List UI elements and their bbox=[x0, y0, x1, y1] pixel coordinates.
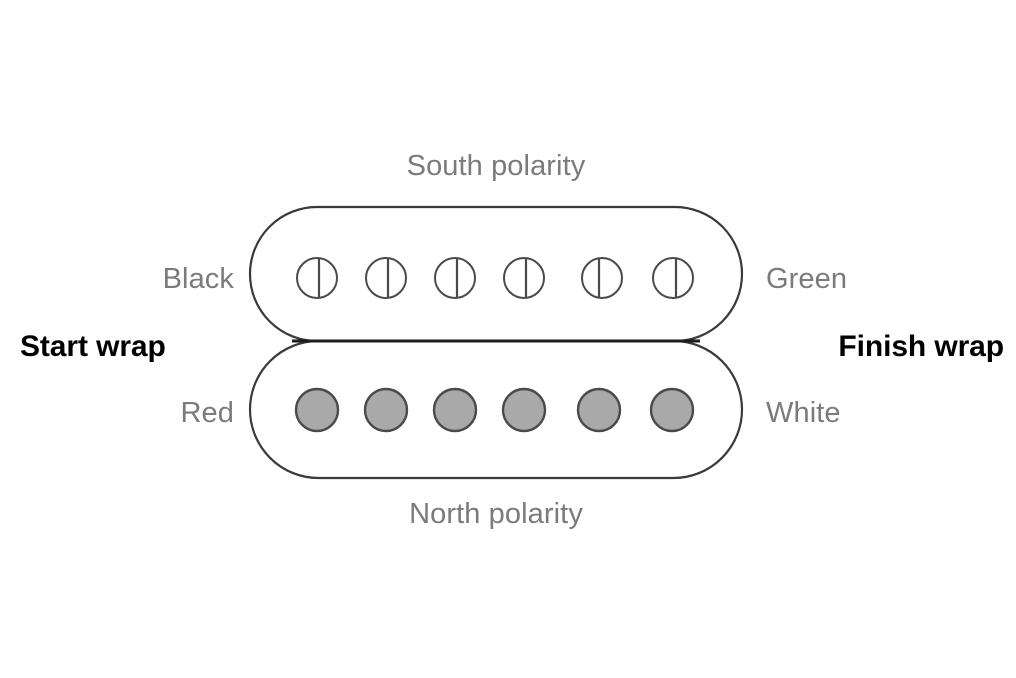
label-start-wrap: Start wrap bbox=[20, 330, 166, 363]
pole-piece-slug-4 bbox=[501, 387, 547, 433]
coil-bottom-slug bbox=[248, 339, 744, 480]
pole-piece-screw-4 bbox=[503, 257, 545, 299]
coil-top-screw bbox=[248, 205, 744, 343]
pole-piece-slug-5 bbox=[576, 387, 622, 433]
label-north-polarity: North polarity bbox=[409, 498, 583, 530]
pole-pieces-screws bbox=[296, 257, 694, 299]
pole-piece-slug-2 bbox=[363, 387, 409, 433]
pole-piece-slug-6 bbox=[649, 387, 695, 433]
pole-piece-slug-3 bbox=[432, 387, 478, 433]
label-south-polarity: South polarity bbox=[406, 150, 586, 182]
pole-piece-screw-6 bbox=[652, 257, 694, 299]
label-finish-wrap: Finish wrap bbox=[838, 330, 1004, 363]
pole-pieces-slugs bbox=[294, 387, 695, 433]
label-lead-white: White bbox=[766, 397, 841, 429]
label-lead-green: Green bbox=[766, 263, 848, 295]
pole-piece-screw-1 bbox=[296, 257, 338, 299]
pole-piece-screw-3 bbox=[434, 257, 476, 299]
label-lead-red: Red bbox=[180, 397, 234, 429]
label-lead-black: Black bbox=[162, 263, 234, 295]
pole-piece-screw-2 bbox=[365, 257, 407, 299]
pole-piece-screw-5 bbox=[581, 257, 623, 299]
pole-piece-slug-1 bbox=[294, 387, 340, 433]
